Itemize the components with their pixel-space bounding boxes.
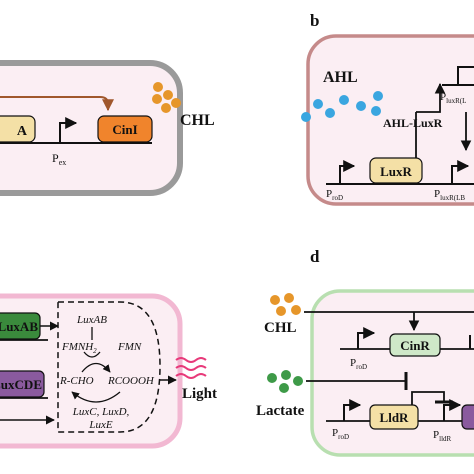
panel-d-cinr-box — [389, 333, 441, 357]
panel-b-promoter-top-arrow — [457, 66, 474, 85]
panel-c-cell — [0, 293, 183, 449]
panel-c-luxcde-box — [0, 370, 45, 398]
panel-a-promoter-arrow — [59, 117, 78, 143]
panel-c-cycle-bottom — [71, 391, 121, 403]
panel-b-luxr-box — [369, 157, 423, 184]
panel-b-promoter-bottom-label: PluxR(LB — [434, 188, 465, 202]
panel-c-enzyme-label: LuxAB — [76, 314, 107, 326]
panel-c-rcoooh-label: RCOOOH — [107, 375, 155, 387]
panel-a-gene-partial-label: A — [17, 124, 28, 139]
panel-d-cell — [310, 289, 474, 457]
panel-b-complex-bracket — [416, 82, 446, 113]
panel-b-promoter-pro-label: ProD — [326, 188, 343, 202]
panel-d-promoter2-label: ProD — [332, 427, 349, 441]
panel-d-promoter3-label: PlldR — [433, 429, 452, 443]
panel-b-ahl-molecules — [301, 91, 383, 122]
panel-d-lldr-repression — [411, 391, 453, 405]
panel-d-promoter1-arrow — [357, 327, 376, 349]
panel-c-enzymes-bottom-2: LuxE — [88, 419, 113, 431]
panel-a-cini-label: CinI — [112, 122, 137, 137]
panel-b-complex-label: AHL-LuxR — [383, 116, 443, 130]
panel-d-letter: d — [310, 247, 320, 266]
panel-b-luxr-label: LuxR — [380, 164, 412, 179]
panel-a-chl-molecules — [152, 82, 181, 113]
panel-b-promoter-bottom-arrow — [451, 160, 470, 184]
panel-b-ahl-label: AHL — [323, 69, 358, 86]
panel-c-luxcde-label: LuxCDE — [0, 377, 42, 392]
panel-d-lldr-label: LldR — [380, 410, 410, 425]
panel-b-promoter-pro-arrow — [339, 160, 356, 184]
panel-d-chl-label: CHL — [264, 320, 297, 336]
panel-d-promoter2-arrow — [343, 399, 362, 421]
panel-a-promoter-label: Pex — [52, 151, 66, 167]
panel-b-promoter-top-label: PluxR(L — [440, 91, 466, 105]
panel-d-lldr-box — [369, 404, 419, 430]
panel-c-fmnh2-label: FMNH2 — [61, 341, 97, 355]
panel-d-lactate-label: Lactate — [256, 403, 305, 419]
panel-d-promoter1-label: ProD — [350, 357, 367, 371]
panel-c-dashed-boundary — [57, 301, 161, 433]
panel-d: d CHL ProD CinR Lactate ProD L — [256, 247, 474, 457]
panel-c-enzymes-bottom-1: LuxC, LuxD, — [72, 406, 130, 418]
panel-d-promoter3-arrow — [443, 399, 462, 421]
panel-d-cinr-label: CinR — [400, 338, 430, 353]
panel-a-activation-arrow — [0, 96, 114, 112]
panel-a: A Pex CinI CHL — [0, 60, 215, 196]
panel-d-lactate-molecules — [267, 370, 303, 393]
panel-b-letter: b — [310, 11, 319, 30]
panel-d-chl-molecules — [270, 293, 301, 316]
panel-c-light-label: Light — [182, 386, 217, 402]
panel-c-luxab-label: LuxAB — [0, 319, 38, 334]
panel-b: b AHL PluxR(L AHL-LuxR ProD LuxR PluxR(L… — [301, 11, 474, 206]
panel-a-cell — [0, 60, 183, 196]
panel-d-output-box — [461, 404, 474, 430]
panel-c-fmn-label: FMN — [117, 341, 142, 353]
panel-c-light-waves — [175, 357, 207, 379]
panel-a-chl-label: CHL — [180, 112, 215, 129]
panel-c-fmn-curve — [83, 351, 101, 358]
panel-c: LuxAB LuxCDE LuxAB FMNH2 FMN R-CHO RCOOO… — [0, 293, 217, 449]
panel-c-cycle-top — [81, 362, 111, 373]
panel-c-rcho-label: R-CHO — [59, 375, 94, 387]
panel-a-cini-box — [97, 115, 153, 143]
